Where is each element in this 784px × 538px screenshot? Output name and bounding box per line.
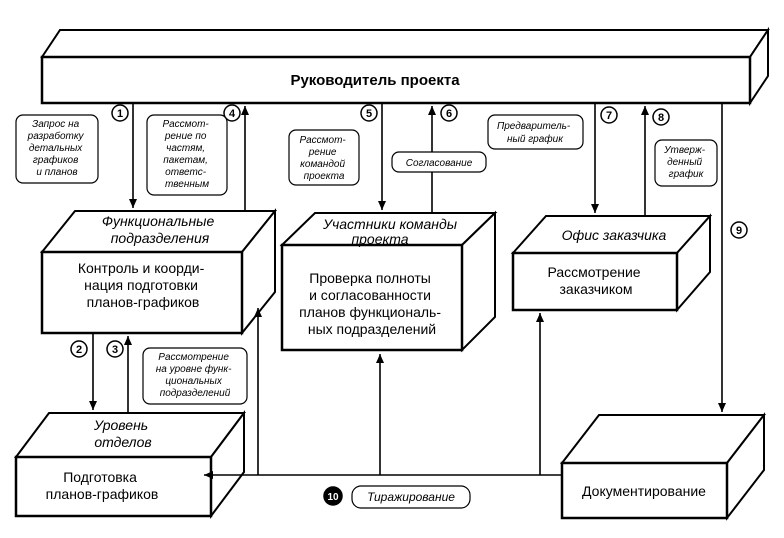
departments-level-block: Уровень отделов Подготовка планов-график… <box>14 410 246 519</box>
step-3-number: 3 <box>112 344 118 356</box>
step-10-label: Тиражирование <box>351 485 471 509</box>
functional-units-text: Контроль и коорди- нация подготовки план… <box>78 260 208 310</box>
step-6-marker: 6 <box>440 104 458 122</box>
documentation-block: Документирование <box>559 412 767 521</box>
step-7-number: 7 <box>606 110 612 122</box>
departments-level-header: Уровень отделов <box>93 417 152 450</box>
step-8-marker: 8 <box>652 108 670 126</box>
step-2-number: 2 <box>76 344 82 356</box>
svg-text:Рассмот- рение ком: Рассмот- рение командой проекта <box>299 135 348 182</box>
project-manager-title: Руководитель проекта <box>290 72 460 89</box>
step-4-number: 4 <box>229 108 236 120</box>
functional-units-header: Функциональные подразделения <box>102 213 218 246</box>
step-7-label: Предваритель- ный график <box>487 114 584 150</box>
svg-text:Рассмот- рение по: Рассмот- рение по частям, пакетам, ответ… <box>162 119 211 190</box>
svg-text:Рассмотрение на уровне ф: Рассмотрение на уровне функ- циональных … <box>156 352 235 399</box>
project-team-header: Участники команды проекта <box>322 216 461 247</box>
svg-text:Согласование: Согласование <box>406 158 473 169</box>
departments-level-text: Подготовка планов-графиков <box>46 469 159 502</box>
step-5-number: 5 <box>366 108 372 120</box>
step-8-label: Утверж- денный график <box>654 139 718 187</box>
project-manager-block: Руководитель проекта <box>40 26 770 107</box>
step-8-number: 8 <box>658 112 664 124</box>
step-1-marker: 1 <box>111 104 129 122</box>
step-10-marker: 10 <box>323 486 343 506</box>
svg-text:Предваритель- ный график: Предваритель- ный график <box>497 121 573 145</box>
customer-office-block: Офис заказчика Рассмотрение заказчиком <box>510 213 713 313</box>
step-3-marker: 3 <box>106 340 124 358</box>
svg-text:Утверж- денный гра: Утверж- денный график <box>663 145 708 180</box>
step-4-marker: 4 <box>223 104 241 122</box>
customer-office-header: Офис заказчика <box>562 227 667 243</box>
step-4-label: Рассмот- рение по частям, пакетам, ответ… <box>146 114 228 196</box>
step-1-label: Запрос на разработку детальных графиков … <box>15 114 99 184</box>
step-10-number: 10 <box>327 492 339 503</box>
step-5-marker: 5 <box>360 104 378 122</box>
project-team-text: Проверка полноты и согласованности плано… <box>299 270 445 337</box>
svg-text:Тиражирование: Тиражирование <box>367 490 455 504</box>
step-2-marker: 2 <box>70 340 88 358</box>
step-6-number: 6 <box>446 108 452 120</box>
step-7-marker: 7 <box>600 106 618 124</box>
step-1-number: 1 <box>117 108 123 120</box>
step-6-label: Согласование <box>391 151 487 173</box>
arrows <box>89 103 726 479</box>
svg-text:Запрос на разработку: Запрос на разработку детальных графиков … <box>27 119 87 178</box>
step-3-label: Рассмотрение на уровне функ- циональных … <box>142 347 248 405</box>
customer-office-text: Рассмотрение заказчиком <box>548 264 645 297</box>
step-5-label: Рассмот- рение командой проекта <box>288 129 360 186</box>
functional-units-block: Функциональные подразделения Контроль и … <box>39 208 278 336</box>
project-team-block: Участники команды проекта Проверка полно… <box>279 210 498 353</box>
documentation-text: Документирование <box>582 483 706 499</box>
step-9-marker: 9 <box>730 221 748 239</box>
step-9-number: 9 <box>736 225 742 237</box>
